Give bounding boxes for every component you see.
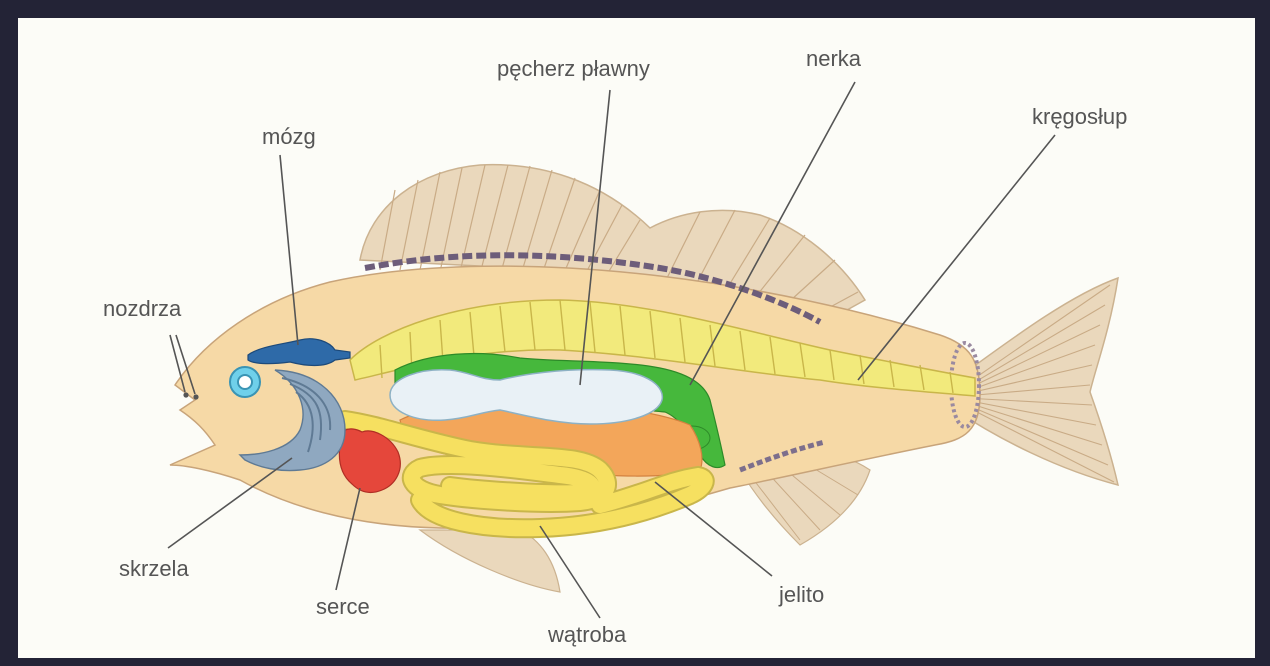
eye-pupil bbox=[238, 375, 252, 389]
pelvic-fin bbox=[420, 530, 560, 592]
label-jelito: jelito bbox=[779, 582, 824, 608]
nostril bbox=[193, 394, 198, 399]
label-pecherz-plawny: pęcherz pławny bbox=[497, 56, 650, 82]
nostril bbox=[183, 392, 188, 397]
label-watroba: wątroba bbox=[548, 622, 626, 648]
label-nerka: nerka bbox=[806, 46, 861, 72]
label-nozdrza: nozdrza bbox=[103, 296, 181, 322]
label-skrzela: skrzela bbox=[119, 556, 189, 582]
swim-bladder bbox=[390, 370, 662, 424]
label-serce: serce bbox=[316, 594, 370, 620]
leader-jelito bbox=[655, 482, 772, 576]
label-kregoslup: kręgosłup bbox=[1032, 104, 1127, 130]
label-mozg: mózg bbox=[262, 124, 316, 150]
